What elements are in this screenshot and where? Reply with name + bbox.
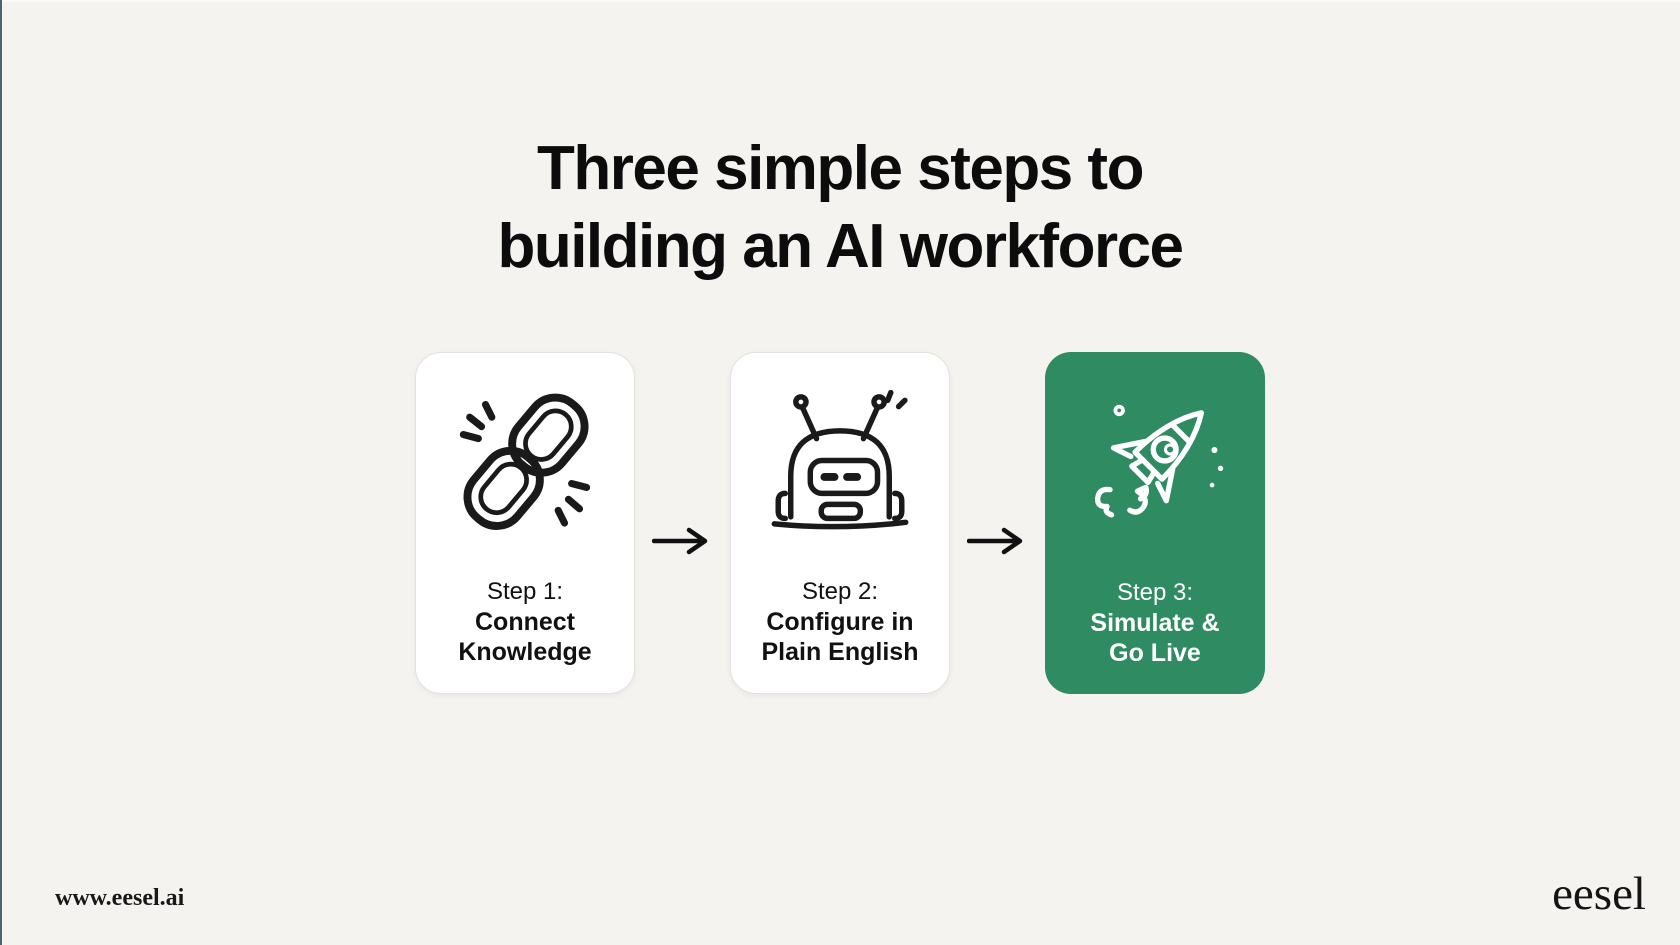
- step-card-3: Step 3: Simulate & Go Live: [1045, 352, 1265, 694]
- step-2-text: Step 2: Configure in Plain English: [762, 577, 919, 667]
- step-2-label: Step 2:: [801, 578, 879, 605]
- step-1-title-line1: Connect: [475, 608, 575, 636]
- chain-link-icon: [446, 384, 604, 547]
- page-title-line1: Three simple steps to: [537, 133, 1144, 203]
- step-3-title-line1: Simulate &: [1090, 609, 1220, 637]
- robot-icon: [754, 389, 926, 540]
- step-1-label: Step 1:: [486, 578, 564, 605]
- page-title: Three simple steps to building an AI wor…: [0, 130, 1680, 286]
- arrow-slot-2: [950, 352, 1045, 694]
- step-1-title-line2: Knowledge: [458, 638, 592, 666]
- arrow-right-icon: [651, 352, 714, 561]
- step-3-label: Step 3:: [1116, 579, 1194, 606]
- steps-row: Step 1: Connect Knowledge: [0, 352, 1680, 694]
- step-3-text: Step 3: Simulate & Go Live: [1090, 578, 1219, 668]
- step-1-text: Step 1: Connect Knowledge: [458, 577, 591, 667]
- left-edge-strip: [0, 0, 2, 945]
- step-2-icon-area: [731, 353, 949, 577]
- step-2-title-line2: Plain English: [761, 638, 919, 666]
- rocket-icon: [1075, 383, 1235, 548]
- step-card-2: Step 2: Configure in Plain English: [730, 352, 950, 694]
- step-1-icon-area: [416, 353, 634, 577]
- page-title-line2: building an AI workforce: [497, 211, 1184, 281]
- step-3-icon-area: [1045, 352, 1265, 578]
- step-2-title-line1: Configure in: [766, 608, 914, 636]
- top-edge-highlight: [0, 0, 1680, 2]
- step-3-title-line2: Go Live: [1109, 639, 1201, 667]
- website-url: www.eesel.ai: [55, 885, 185, 911]
- brand-logo: eesel: [1552, 868, 1646, 920]
- arrow-slot-1: [635, 352, 730, 694]
- step-card-1: Step 1: Connect Knowledge: [415, 352, 635, 694]
- arrow-right-icon: [966, 352, 1029, 561]
